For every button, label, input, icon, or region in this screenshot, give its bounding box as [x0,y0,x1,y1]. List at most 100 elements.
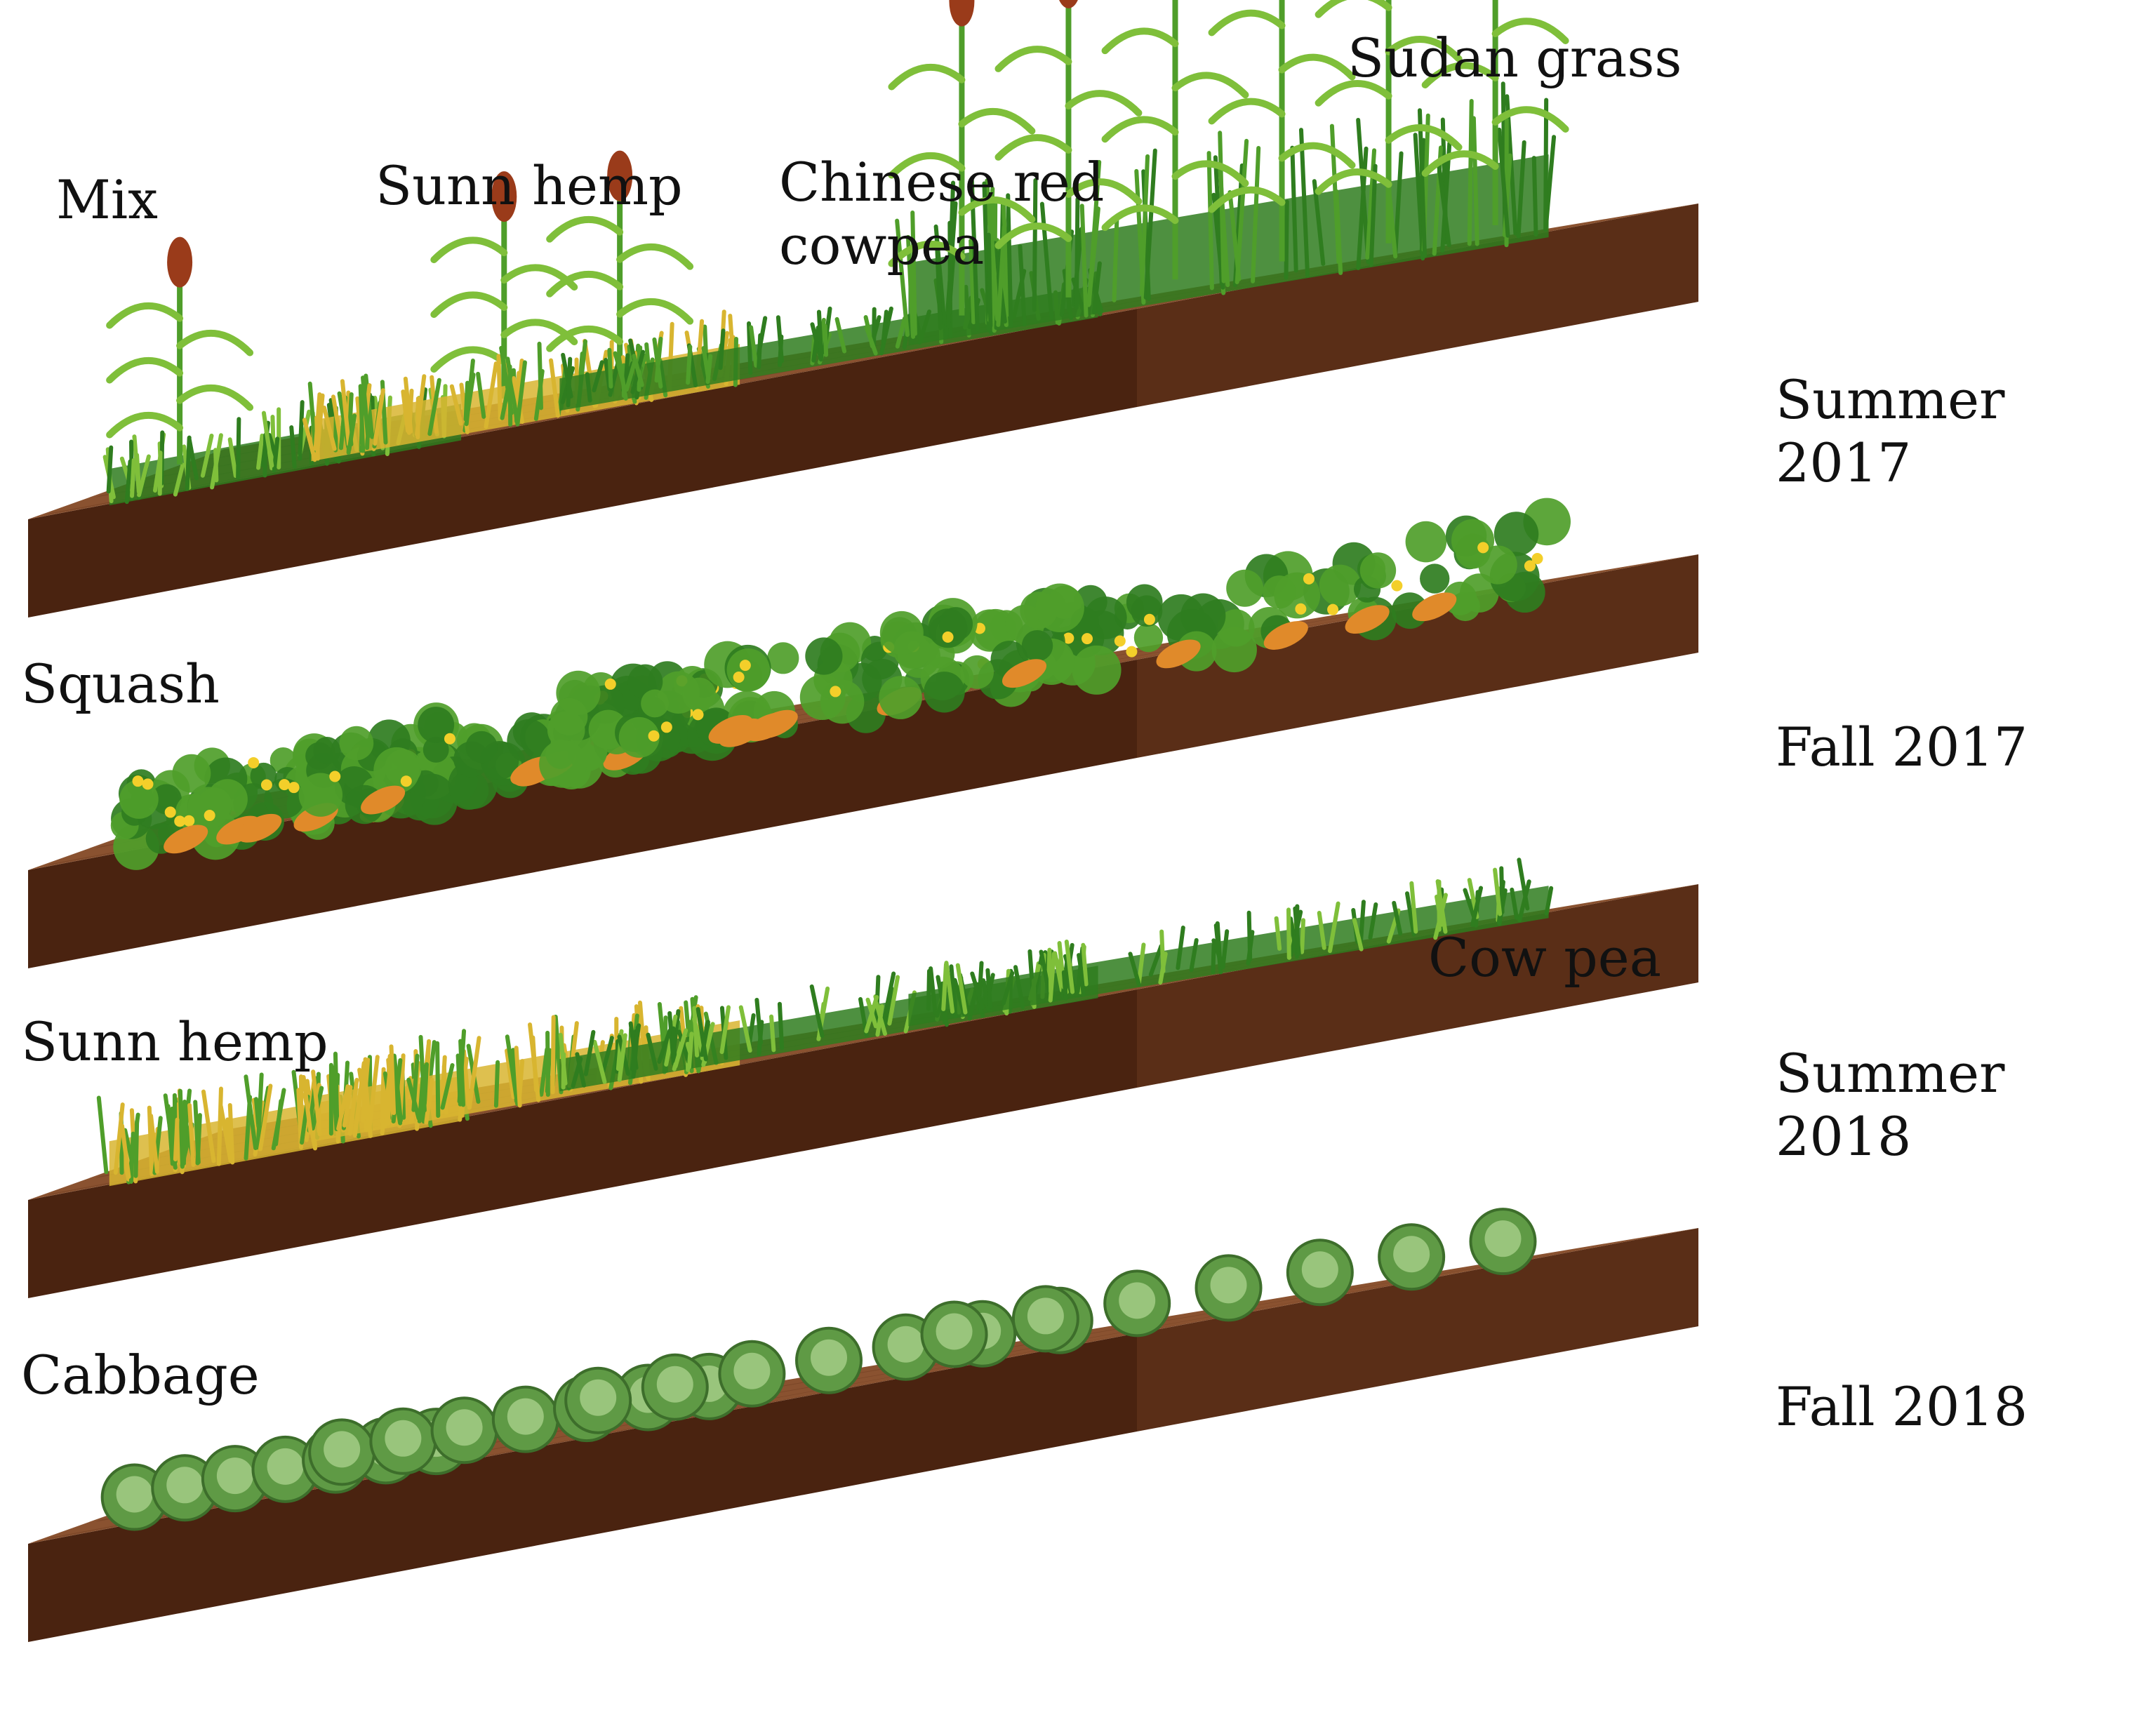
grass-blade [1392,900,1403,936]
squash-flower [204,810,215,822]
grass-blade [361,375,371,439]
sorghum-leaf [1208,98,1286,125]
grass-blade [1300,918,1306,954]
grass-blade [1136,942,1146,986]
bed-side-face [1137,884,1698,1088]
grass-blade [545,1030,550,1097]
grass-blade [411,1053,420,1112]
cabbage-heart [1027,1297,1064,1335]
grass-blade [895,316,907,349]
grass-blade [157,451,163,496]
squash-fruit [1002,659,1047,688]
grass-blade [1290,145,1298,273]
squash-leaf [960,655,994,689]
grass-blade [321,405,337,451]
squash-leaf [1180,593,1226,639]
squash-flower [648,730,660,742]
cabbage-heart [936,1313,973,1350]
grass-blade [333,1051,340,1129]
bed-side-face [1137,1228,1698,1432]
squash-leaf [1263,575,1296,609]
squash-leaf [539,740,587,788]
label-chinese-red-cowpea: Chinese red cowpea [779,151,1105,276]
grass-blade [1393,151,1404,258]
squash-flower [132,775,144,787]
grass-blade [424,1077,434,1125]
grass-blade [302,418,317,462]
grass-blade [1510,887,1519,920]
grass-blade [511,376,525,425]
bed-front-face [28,309,1137,618]
grass-blade [1531,156,1538,237]
grass-blade [834,316,847,354]
grass-blade [289,425,297,469]
grass-blade [236,417,241,480]
squash-fruit [361,785,406,815]
grass-blade [484,361,498,429]
grass-blade [336,1084,350,1131]
grass-blade [985,968,993,1009]
grass-blade [124,459,133,505]
plot-cabbage-4 [920,1208,1537,1368]
bed-summer-2018 [28,858,1698,1298]
grass-blade [418,1034,427,1113]
squash-flower [1126,646,1138,658]
squash-leaf [1319,564,1362,606]
squash-leaf [339,726,374,761]
grass-blade [1081,942,1089,987]
grass-blade [809,984,825,1039]
grass-blade [427,378,441,436]
sorghum-leaf [994,222,1072,249]
bed-front-face [28,660,1137,968]
grass-blade [617,1033,627,1082]
grass-blade [401,389,411,434]
grass-blade [1356,146,1369,270]
squash-flower [1114,635,1126,647]
grass-blade [1497,127,1510,238]
sorghum-leaf [888,240,966,267]
sorghum-leaf [430,236,508,264]
grass-blade [271,1088,286,1151]
grass-blade [1405,891,1416,937]
grass-blade [632,354,644,387]
grass-blade [173,1117,180,1161]
grass-blade [671,1026,677,1063]
grass-blade [1413,133,1425,261]
squash-flower [1082,633,1093,645]
sorghum-leaf [1278,142,1356,169]
squash-leaf [1359,552,1397,589]
grass-blade [1218,164,1230,288]
grass-blade [358,384,366,453]
grass-blade [449,384,463,426]
squash-flower [1143,613,1155,625]
squash-leaf [1035,583,1084,633]
grass-blade [193,1100,201,1165]
bed-summer-2017 [28,0,1698,618]
sorghum-leaf [1278,53,1356,81]
squash-leaf [1420,563,1450,594]
label-sunn-hemp-summer-2018: Sunn hemp [21,1010,328,1073]
sorghum-leaf [546,215,624,243]
squash-leaf [1493,512,1539,556]
grass-blade [133,1119,140,1178]
grass-blade [458,1039,465,1107]
grass-blade [1128,952,1141,987]
grass-blade [719,1005,731,1055]
grass-blade [738,1005,752,1053]
grass-blade [601,1036,614,1073]
grass-blade [496,354,503,421]
squash-leaf [550,698,588,735]
cabbage-heart [385,1420,422,1457]
grass-blade [592,1039,607,1084]
squash-flower [1327,603,1339,615]
grass-blade [1176,926,1185,970]
squash-flower [248,756,260,768]
sorghum-leaf [1101,27,1179,55]
squash-flower [830,686,841,698]
sorghum-leaf [106,411,184,439]
sorghum-leaf [1491,106,1569,133]
sorghum-leaf [546,270,624,298]
grass-blade [777,1001,785,1050]
grass-blade [1368,902,1378,940]
grass-blade [1148,944,1164,977]
